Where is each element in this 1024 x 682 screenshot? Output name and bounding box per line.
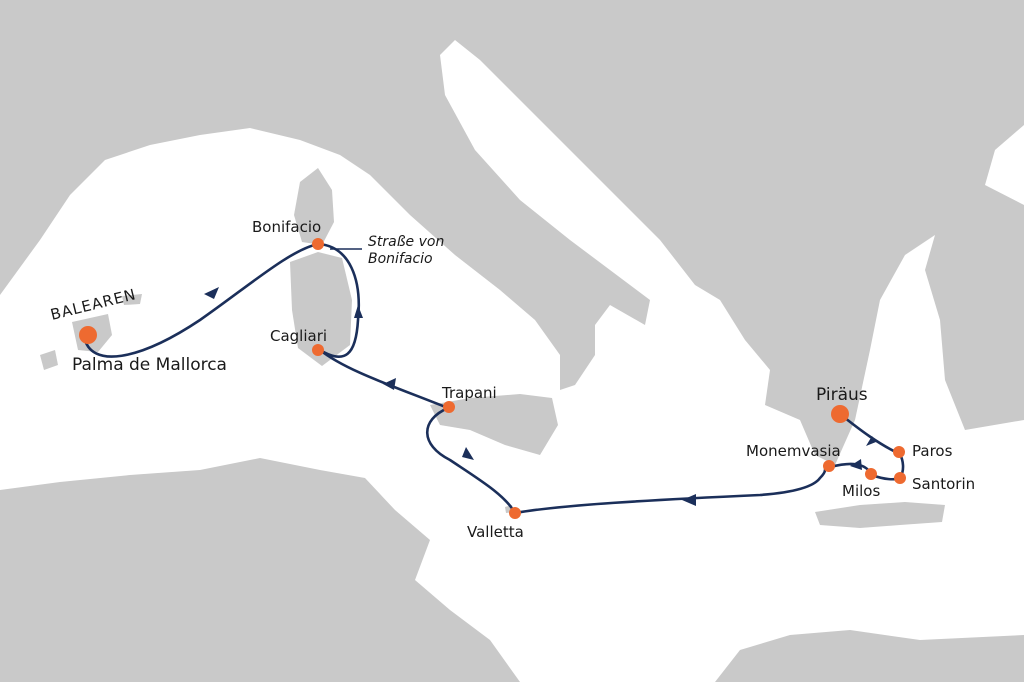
label-valletta: Valletta	[467, 523, 524, 541]
north-africa	[0, 458, 520, 682]
port-palma[interactable]	[79, 326, 97, 344]
port-bonifacio[interactable]	[312, 238, 324, 250]
port-paros[interactable]	[893, 446, 905, 458]
strait-label-line1: Straße von	[368, 234, 444, 250]
port-milos[interactable]	[865, 468, 877, 480]
label-paros: Paros	[912, 442, 953, 460]
label-monemvasia: Monemvasia	[746, 442, 841, 460]
label-milos: Milos	[842, 482, 880, 500]
corsica	[294, 168, 334, 245]
label-cagliari: Cagliari	[270, 327, 327, 345]
port-santorin[interactable]	[894, 472, 906, 484]
direction-arrow	[866, 436, 876, 446]
port-piraeus[interactable]	[831, 405, 849, 423]
label-trapani: Trapani	[441, 384, 497, 402]
sicily	[430, 394, 558, 455]
direction-arrow	[354, 305, 363, 318]
ibiza	[40, 350, 58, 370]
direction-arrow	[204, 287, 219, 299]
port-valletta[interactable]	[509, 507, 521, 519]
strait-label-line2: Bonifacio	[368, 251, 433, 267]
sardinia	[290, 252, 352, 366]
port-cagliari[interactable]	[312, 344, 324, 356]
libya-east	[715, 630, 1024, 682]
ports	[79, 238, 906, 519]
direction-arrow	[462, 447, 474, 460]
label-bonifacio: Bonifacio	[252, 218, 321, 236]
menorca	[122, 294, 142, 305]
port-monemvasia[interactable]	[823, 460, 835, 472]
label-piraeus: Piräus	[816, 385, 868, 405]
direction-arrow	[383, 378, 396, 390]
label-palma: Palma de Mallorca	[72, 355, 227, 375]
direction-arrow	[850, 459, 862, 470]
port-trapani[interactable]	[443, 401, 455, 413]
label-santorin: Santorin	[912, 475, 975, 493]
direction-arrow	[682, 494, 696, 506]
crete	[815, 502, 945, 528]
europe	[0, 0, 1024, 465]
